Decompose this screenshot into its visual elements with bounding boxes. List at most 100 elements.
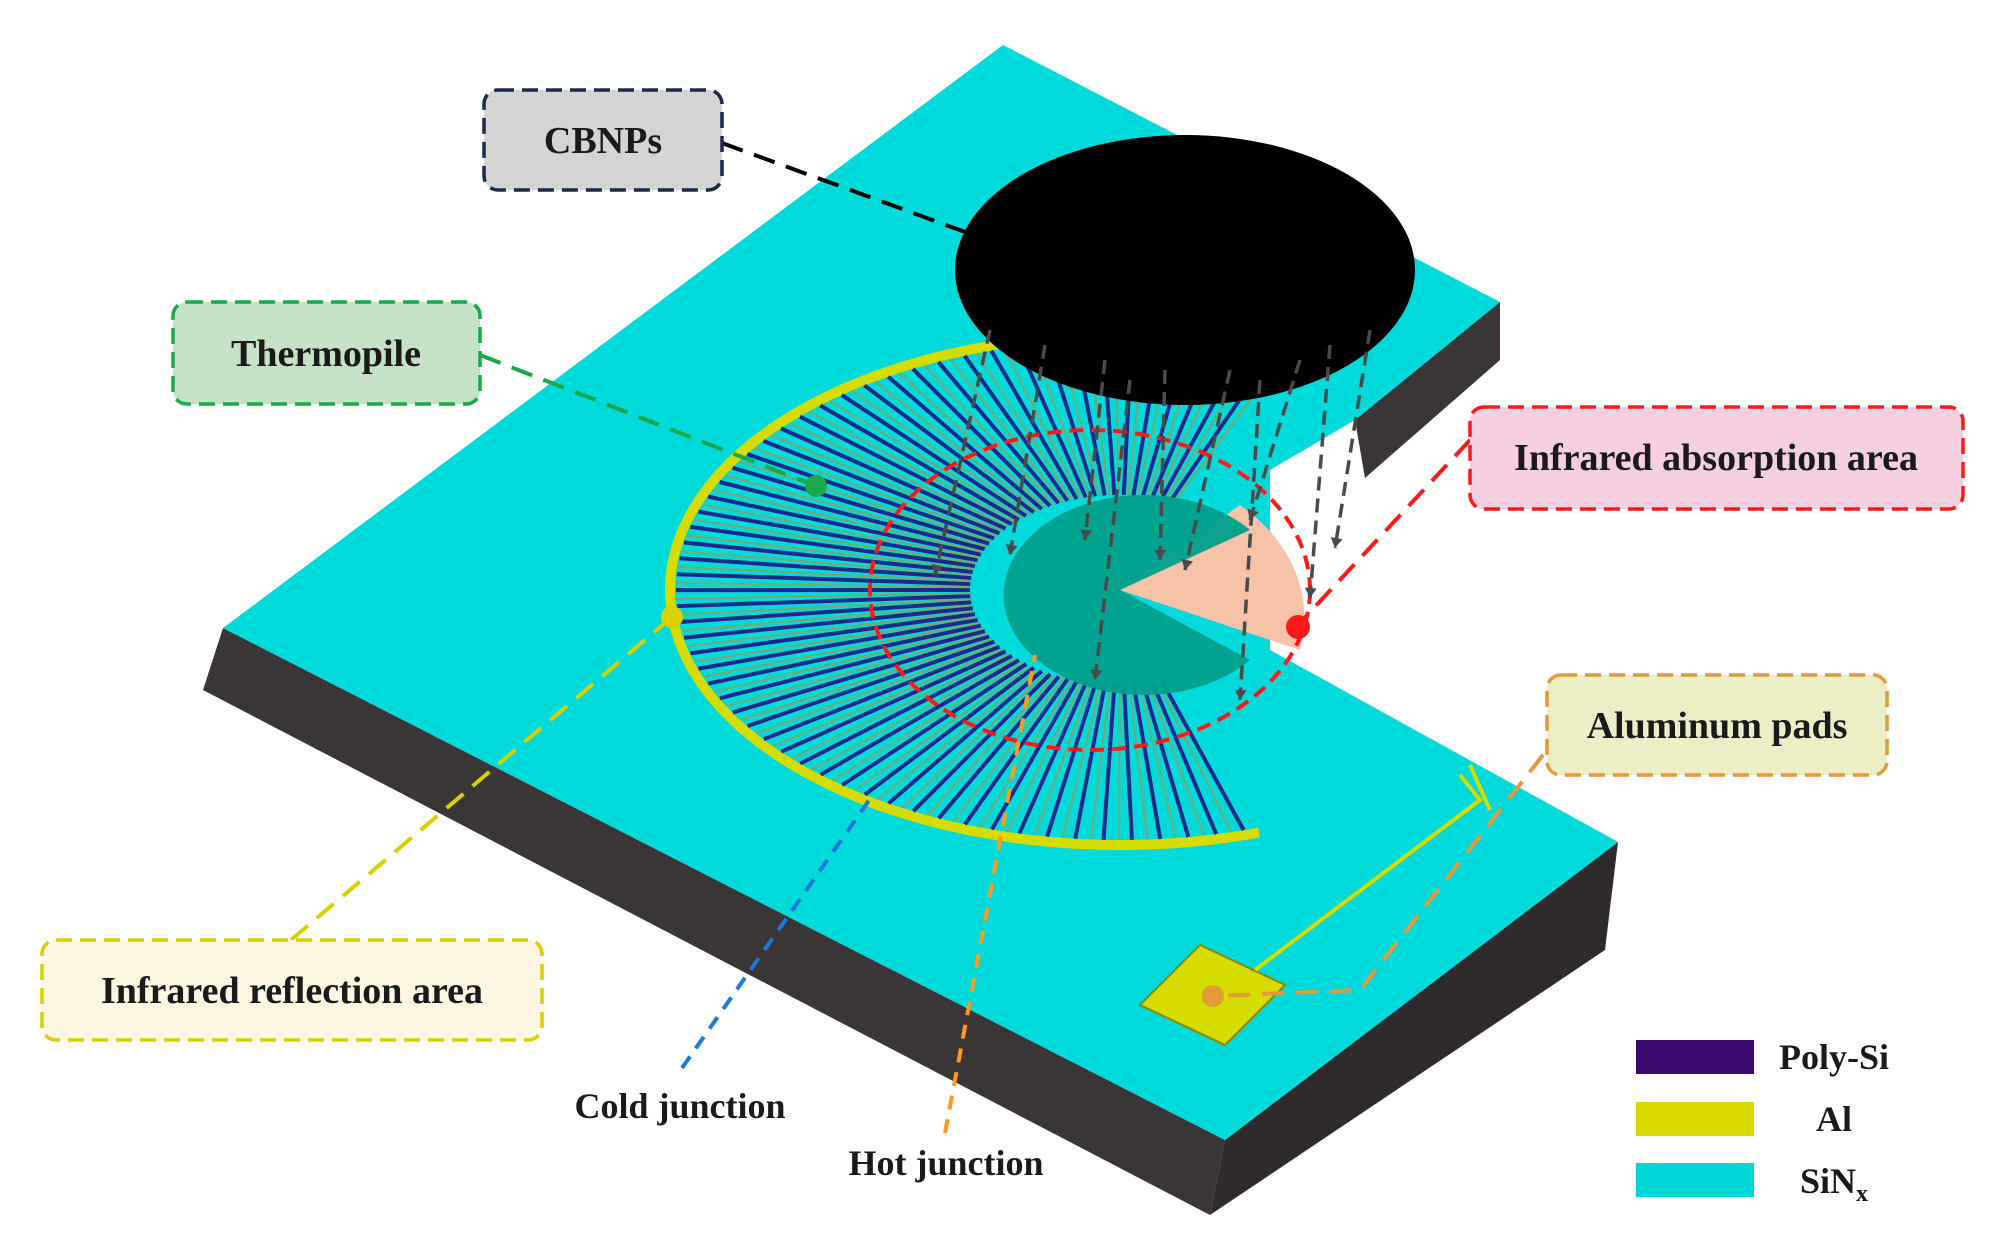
al-strip	[829, 399, 1023, 519]
al-strip	[753, 447, 997, 538]
callout-box-thermopile	[171, 300, 482, 406]
arrow-head	[1304, 587, 1317, 598]
substrate-notch-side	[1355, 302, 1500, 478]
poly-si-strip	[698, 617, 978, 671]
leader-aluminum-pads	[1212, 726, 1566, 998]
al-strip	[923, 364, 1055, 506]
poly-si-strip	[1150, 681, 1219, 835]
callout-infrared-absorption-area: Infrared absorption area	[1514, 437, 1918, 479]
transfer-arrows	[931, 329, 1372, 701]
leader-absorption	[1296, 438, 1472, 627]
poly-si-strip	[707, 623, 982, 686]
arrow-head	[1234, 689, 1247, 700]
poly-si-strip	[746, 452, 995, 541]
al-strip	[1006, 681, 1083, 833]
al-strip	[703, 622, 980, 678]
heat-transfer-arrow	[1333, 329, 1372, 549]
al-strip	[677, 566, 971, 583]
poly-si-strip	[840, 393, 1028, 518]
callout-box-absorption	[1468, 405, 1965, 511]
al-strip	[901, 672, 1048, 809]
callout-thermopile: Thermopile	[231, 333, 421, 375]
al-strip	[714, 627, 984, 693]
leader-hot-junction	[943, 654, 1037, 1134]
poly-si-strip	[719, 629, 986, 701]
poly-si-strip	[962, 354, 1070, 503]
al-strip	[791, 652, 1010, 760]
poly-si-strip	[690, 612, 976, 656]
poly-si-strip	[698, 509, 978, 563]
heat-transfer-arrow	[1093, 379, 1132, 681]
poly-si-strip	[1141, 683, 1191, 838]
al-strip	[1128, 684, 1149, 840]
poly-si-strip	[799, 654, 1013, 766]
poly-si-strip	[911, 367, 1052, 508]
heat-transfer-arrow	[933, 329, 992, 576]
legend: Poly-Si Al SiNx	[1636, 1037, 1889, 1207]
callout-cbnps: CBNPs	[544, 120, 662, 162]
poly-si-strip	[780, 426, 1007, 531]
poly-si-strip	[799, 414, 1013, 526]
poly-si-strip	[887, 669, 1044, 805]
al-strip	[770, 434, 1003, 533]
al-strip	[949, 358, 1064, 503]
reflection-marker	[661, 606, 683, 628]
al-strip	[1089, 684, 1112, 840]
al-strip	[975, 352, 1073, 501]
al-strip	[1061, 683, 1102, 839]
poly-si-strip	[762, 439, 1001, 536]
al-strip	[808, 410, 1016, 524]
center-disk	[1003, 494, 1250, 695]
al-strip	[738, 460, 992, 543]
infrared-absorption-sector	[1120, 505, 1305, 650]
poly-si-strip	[762, 644, 1001, 742]
callout-infrared-reflection-area: Infrared reflection area	[101, 970, 483, 1012]
heat-transfer-arrow	[1248, 359, 1302, 521]
al-strip	[740, 638, 993, 721]
al-strip	[1033, 682, 1093, 836]
legend-label-sinx-main: SiN	[1800, 1161, 1856, 1201]
poly-si-strip	[841, 662, 1028, 787]
al-strip	[874, 380, 1038, 512]
poly-si-strip	[719, 480, 986, 551]
legend-label-sinx: SiNx	[1800, 1161, 1868, 1207]
label-hot-junction: Hot junction	[848, 1143, 1043, 1183]
legend-swatch-poly-si	[1636, 1040, 1754, 1074]
al-strip	[681, 604, 973, 632]
arrow-head	[1090, 669, 1103, 680]
thermopile-marker	[805, 475, 827, 497]
poly-si-strip	[937, 675, 1061, 820]
poly-si-strip	[1017, 681, 1088, 835]
al-strip	[1156, 681, 1233, 833]
poly-si-strip	[1160, 680, 1246, 832]
poly-si-strip	[780, 649, 1007, 754]
al-strip	[676, 592, 971, 600]
arrow-head	[931, 563, 944, 575]
heat-transfer-arrow	[1308, 344, 1332, 599]
al-strip	[1137, 684, 1177, 839]
al-strip	[687, 610, 975, 648]
label-cold-junction: Cold junction	[574, 1086, 785, 1126]
legend-label-poly-si: Poly-Si	[1779, 1037, 1889, 1077]
al-strip	[676, 581, 971, 589]
arrow-head	[1080, 529, 1093, 540]
heat-transfer-arrow	[1158, 369, 1167, 561]
al-strip	[1147, 682, 1205, 836]
heat-transfer-arrow	[1183, 369, 1232, 571]
al-strip	[1002, 348, 1082, 499]
leader-cold-junction	[680, 794, 874, 1070]
poly-si-strip	[732, 634, 990, 715]
heat-transfer-arrow	[1238, 379, 1262, 701]
callout-box-aluminum-pads	[1545, 673, 1889, 777]
poly-si-strip	[676, 594, 971, 609]
al-strip	[686, 534, 974, 571]
cbnps-disc	[955, 135, 1415, 405]
al-strip	[810, 657, 1017, 771]
poly-si-strip	[863, 666, 1036, 797]
aluminum-pad-marker	[1202, 985, 1224, 1007]
legend-swatch-al	[1636, 1102, 1754, 1136]
al-strip	[726, 633, 988, 708]
poly-si-strip	[683, 606, 974, 640]
